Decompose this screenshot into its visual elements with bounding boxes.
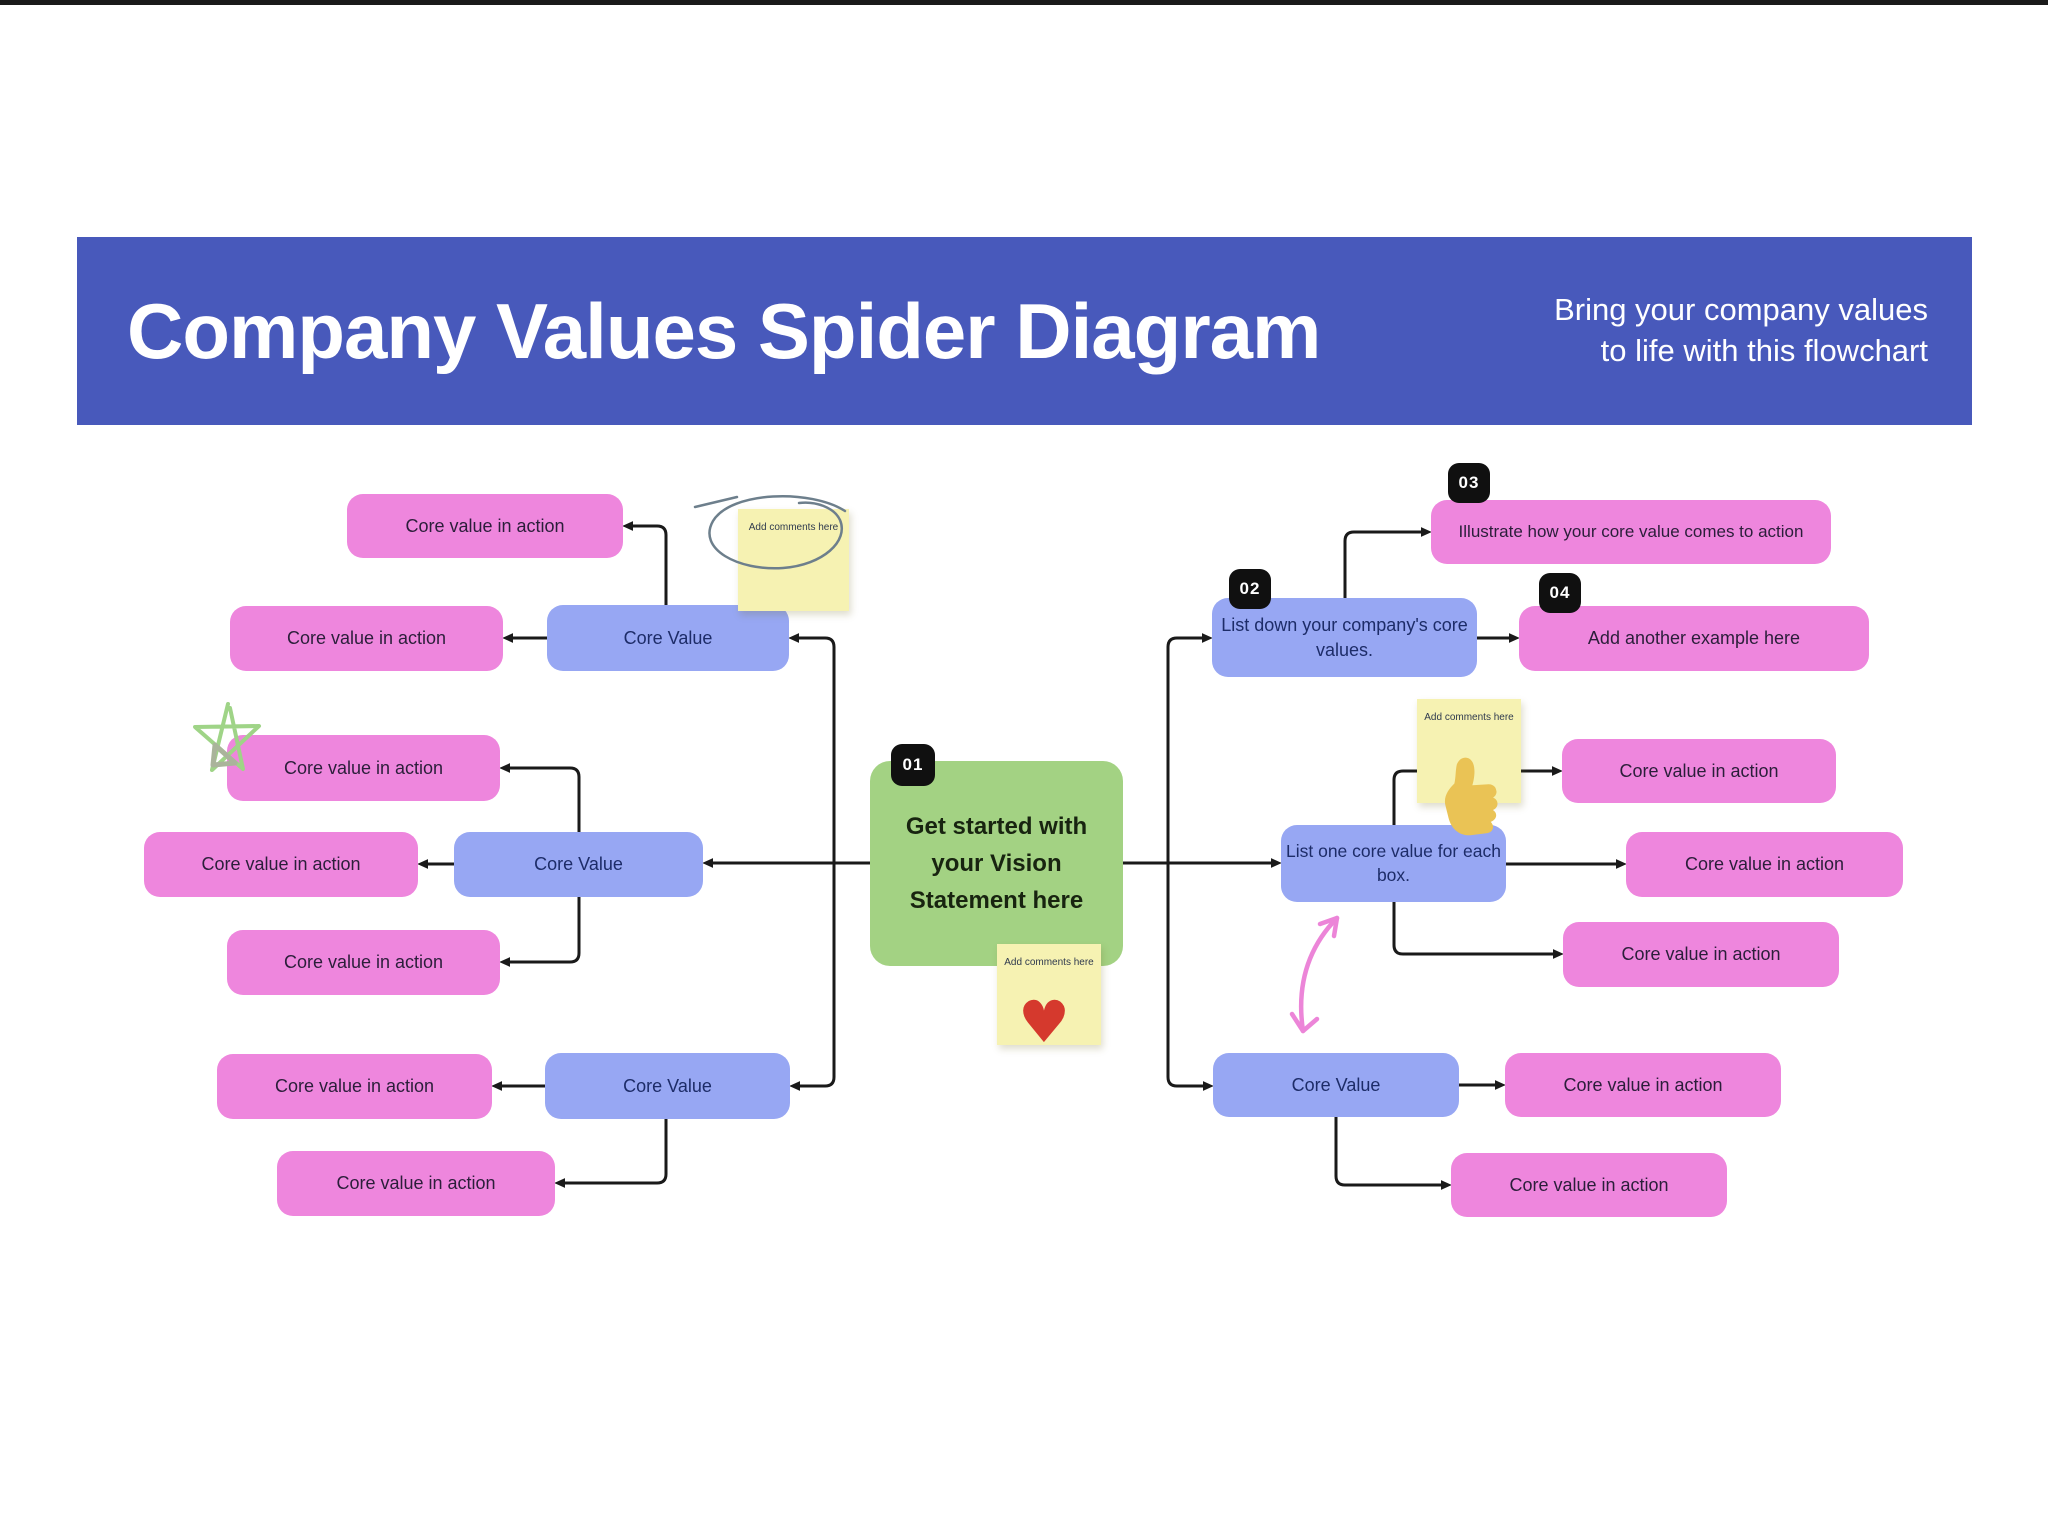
core-value-node-left2: Core Value [454, 832, 703, 897]
action-node-left3-b: Core value in action [277, 1151, 555, 1216]
step2-node: List down your company's core values. [1212, 598, 1477, 677]
sticky-note-bottom: Add comments here [997, 944, 1101, 1045]
action-node-left2-b: Core value in action [144, 832, 418, 897]
page-subtitle: Bring your company values to life with t… [1554, 290, 1928, 372]
star-doodle-icon [193, 702, 261, 772]
sticky-note-label: Add comments here [748, 522, 839, 533]
action-node-left3-a: Core value in action [217, 1054, 492, 1119]
page-subtitle-line2: to life with this flowchart [1600, 333, 1928, 368]
action-node-right-bottom-b: Core value in action [1451, 1153, 1727, 1217]
action-node-left1-a: Core value in action [347, 494, 623, 558]
action-node-right-bottom-a: Core value in action [1505, 1053, 1781, 1117]
action-node-right-mid-a: Core value in action [1562, 739, 1836, 803]
action-node-right-mid-b: Core value in action [1626, 832, 1903, 897]
sticky-note-label: Add comments here [1004, 957, 1094, 968]
step3-node: Illustrate how your core value comes to … [1431, 500, 1831, 564]
thumbs-up-icon [1444, 757, 1498, 836]
core-value-node-left1: Core Value [547, 605, 789, 671]
action-node-left1-b: Core value in action [230, 606, 503, 671]
action-node-left2-c: Core value in action [227, 930, 500, 995]
top-edge-strip [0, 0, 2048, 5]
step4-node: Add another example here [1519, 606, 1869, 671]
badge-02: 02 [1229, 569, 1271, 609]
curved-arrow-doodle-icon [1289, 915, 1340, 1034]
core-value-node-left3: Core Value [545, 1053, 790, 1119]
page-title: Company Values Spider Diagram [127, 286, 1321, 375]
sticky-note-label: Add comments here [1424, 712, 1514, 723]
badge-03: 03 [1448, 463, 1490, 503]
header-banner: Company Values Spider Diagram Bring your… [77, 237, 1972, 425]
heart-icon: ♥ [1018, 988, 1070, 1056]
list-one-core-value-node: List one core value for each box. [1281, 825, 1506, 902]
badge-04: 04 [1539, 573, 1581, 613]
vision-statement-node: Get started with your Vision Statement h… [870, 761, 1123, 966]
action-node-right-mid-c: Core value in action [1563, 922, 1839, 987]
action-node-left2-a: Core value in action [227, 735, 500, 801]
badge-01: 01 [891, 744, 935, 786]
circle-scribble-icon [693, 495, 847, 570]
core-value-node-right-bottom: Core Value [1213, 1053, 1459, 1117]
page-subtitle-line1: Bring your company values [1554, 292, 1928, 328]
sticky-note-top: Add comments here [738, 509, 849, 611]
